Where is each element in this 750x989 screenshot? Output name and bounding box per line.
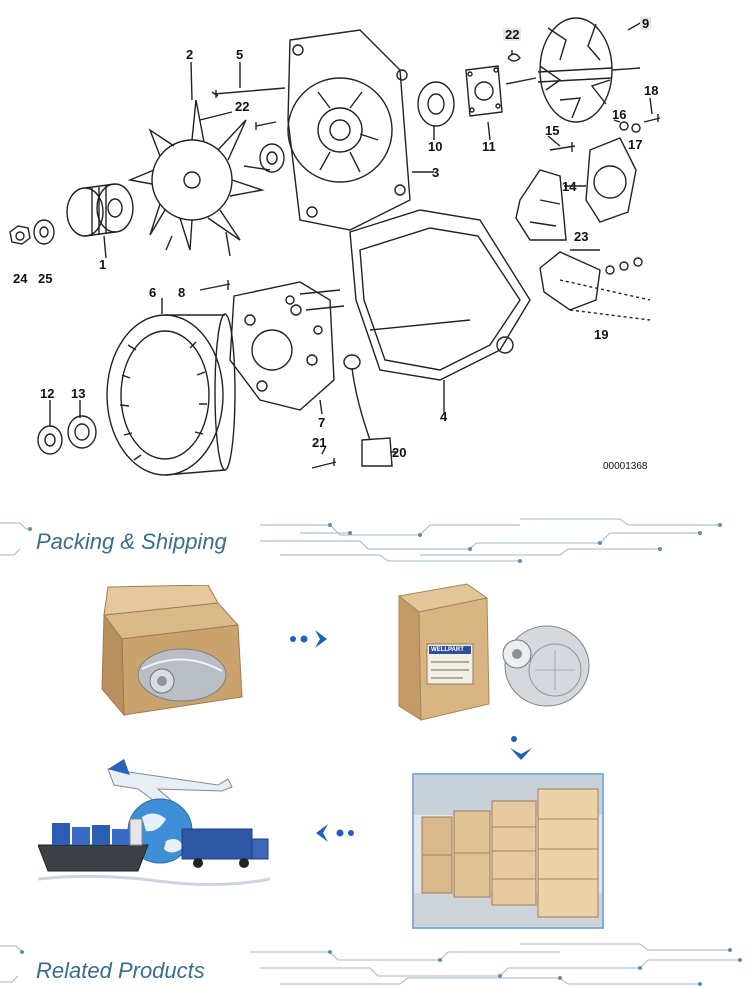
open-box-illustration — [101, 584, 243, 717]
callout-21: 21 — [312, 435, 327, 450]
cargo-ship-icon — [37, 818, 149, 872]
arrow-left-icon — [304, 822, 360, 849]
callout-16: 16 — [612, 107, 627, 122]
part-pulley — [66, 183, 134, 237]
part-bearing-10 — [417, 81, 455, 127]
packing-shipping-banner: Packing & Shipping — [0, 515, 750, 565]
part-woodruff-key — [507, 53, 521, 62]
wooden-crates-illustration — [414, 775, 602, 927]
part-bearing-12 — [37, 425, 63, 455]
part-washer-17 — [631, 123, 641, 133]
callout-24: 24 — [13, 271, 28, 286]
callout-23: 23 — [574, 229, 589, 244]
callout-6: 6 — [149, 285, 157, 300]
transport-illustration — [37, 759, 271, 887]
callout-13: 13 — [71, 386, 86, 401]
packing-shipping-title: Packing & Shipping — [36, 529, 227, 554]
part-brush-holder — [515, 169, 567, 241]
callout-7: 7 — [318, 415, 326, 430]
truck-icon — [181, 828, 269, 868]
part-drive-end-housing — [287, 29, 411, 231]
callout-11: 11 — [482, 139, 496, 154]
callout-18: 18 — [644, 83, 659, 98]
callout-10: 10 — [428, 139, 443, 154]
part-screw-18 — [643, 114, 661, 123]
callout-8: 8 — [178, 285, 186, 300]
transport-collage — [37, 745, 271, 895]
part-stator — [106, 313, 236, 476]
part-nut — [9, 225, 31, 245]
sealed-carton-photo: WELLPART — [395, 582, 605, 722]
part-cover-plate — [585, 137, 637, 223]
callout-25: 25 — [38, 271, 53, 286]
part-screw — [255, 121, 277, 130]
circuit-decoration-related — [0, 943, 742, 986]
arrow-right-icon — [287, 628, 343, 655]
part-seal-13 — [67, 415, 97, 449]
part-slip-ring-housing — [349, 209, 531, 381]
part-washer — [33, 219, 55, 245]
wooden-crates-photo — [412, 773, 604, 929]
callout-3: 3 — [432, 165, 440, 180]
callout-14: 14 — [562, 179, 577, 194]
part-washer-16 — [619, 121, 629, 131]
part-retainer-plate — [465, 65, 503, 117]
part-long-bolt — [211, 87, 286, 98]
callout-19: 19 — [594, 327, 609, 342]
callout-9: 9 — [640, 16, 652, 31]
callout-2: 2 — [186, 47, 194, 62]
airplane-icon — [107, 759, 233, 818]
diagram-drawing — [9, 17, 661, 476]
open-box-photo — [98, 584, 246, 720]
related-products-title: Related Products — [36, 958, 205, 983]
callout-5: 5 — [236, 47, 244, 62]
exploded-parts-diagram: 1 2 3 4 5 6 7 8 9 10 11 12 13 14 15 16 1… — [9, 16, 661, 476]
callout-1: 1 — [99, 257, 107, 272]
callout-20: 20 — [392, 445, 407, 460]
callout-22-key: 22 — [503, 27, 522, 42]
part-screw-8 — [199, 280, 231, 291]
part-bearing — [259, 143, 285, 173]
circuit-decoration — [0, 518, 722, 563]
callout-4: 4 — [440, 409, 448, 424]
callout-17: 17 — [628, 137, 643, 152]
callout-22-screw: 22 — [235, 99, 250, 114]
callout-15: 15 — [545, 123, 560, 138]
related-products-banner: Related Products — [0, 940, 750, 989]
part-rotor — [505, 17, 641, 123]
sealed-carton-illustration — [397, 583, 590, 721]
part-fan — [127, 99, 271, 257]
part-rectifier — [229, 281, 335, 411]
part-bolt-15 — [549, 142, 576, 152]
box-label-brand: WELLPART — [431, 647, 464, 653]
part-capacitor — [343, 354, 393, 467]
callout-12: 12 — [40, 386, 55, 401]
diagram-reference-code: 00001368 — [603, 461, 648, 472]
arrow-down-icon — [508, 734, 534, 769]
part-regulator — [539, 251, 643, 311]
part-screw-21 — [311, 458, 337, 469]
